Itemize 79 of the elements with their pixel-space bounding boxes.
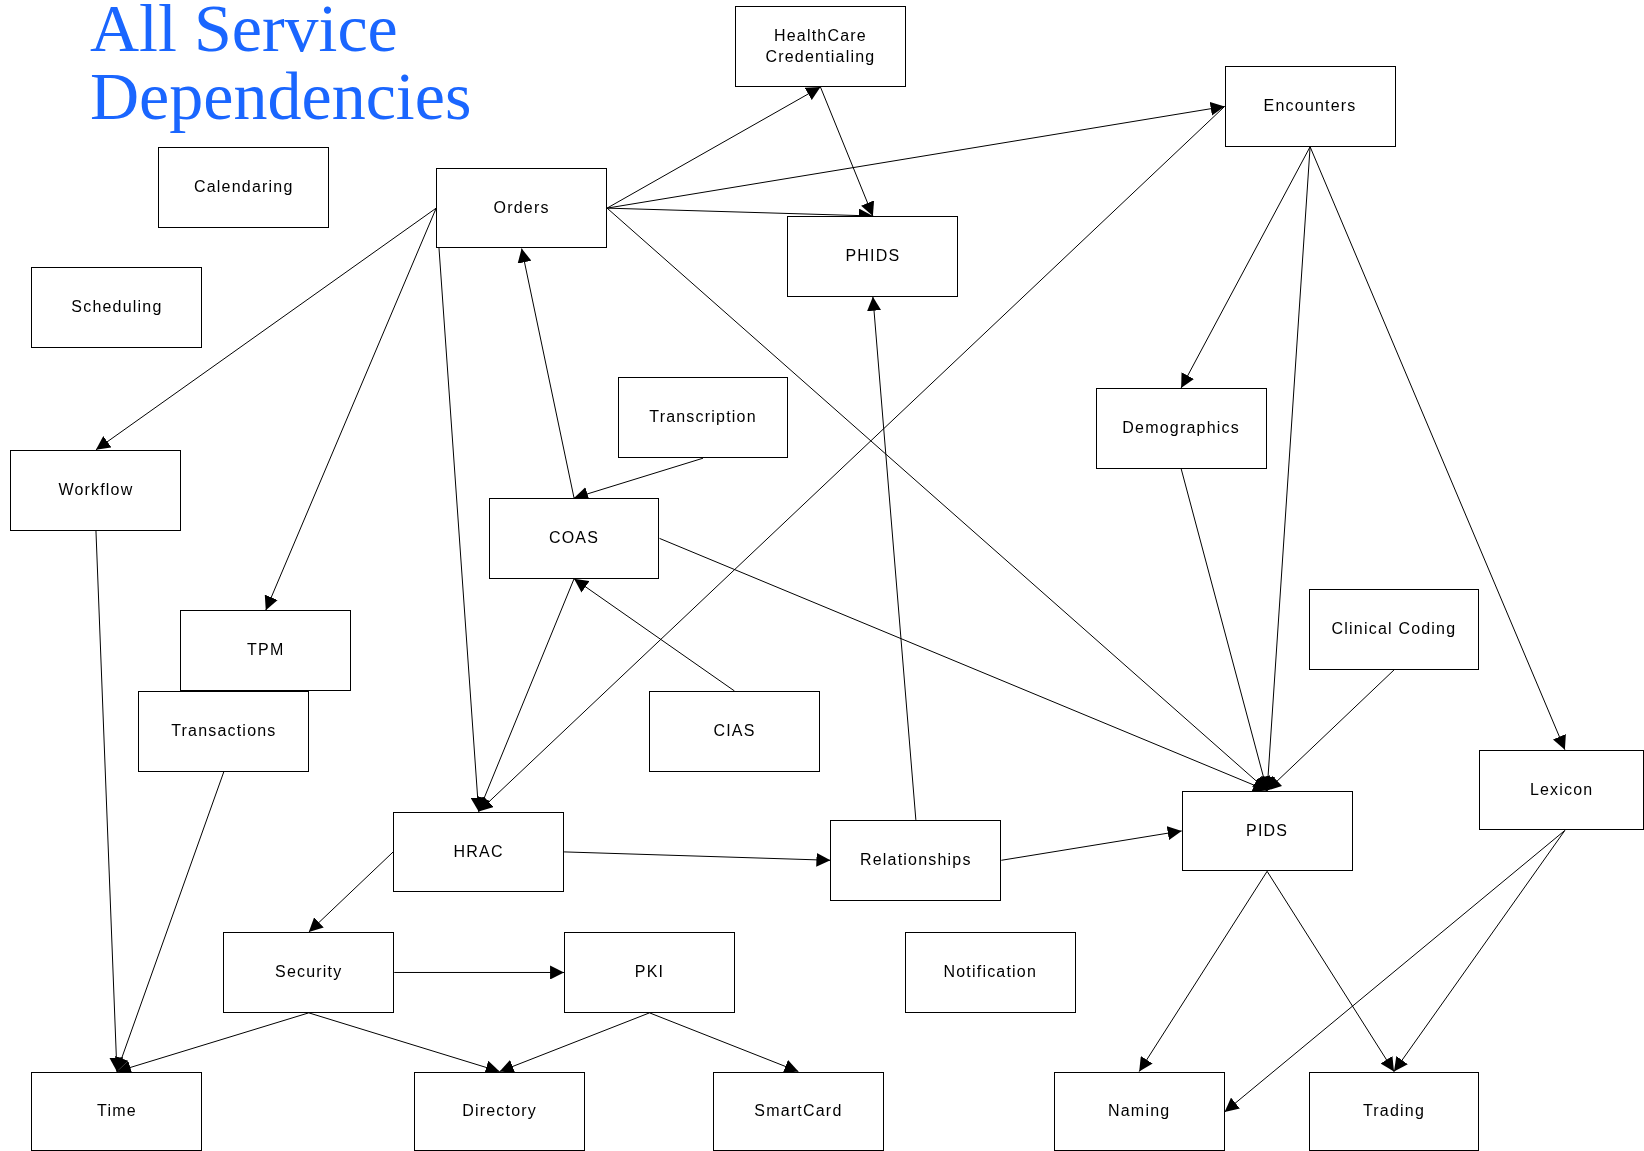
service-box (393, 811, 565, 893)
service-box (138, 690, 310, 772)
service-name: Naming (1108, 1100, 1171, 1121)
arrow (1224, 829, 1566, 1113)
arrow (264, 207, 437, 611)
service-name: PHIDS (845, 245, 901, 266)
service-box (617, 377, 789, 459)
service-box (1095, 387, 1267, 469)
service-name: Clinical Coding (1331, 619, 1457, 640)
service-name: Trading (1362, 1100, 1425, 1121)
service-box (564, 932, 735, 1013)
service-name: HealthCare Credentialing (764, 25, 877, 67)
service-box (1181, 790, 1353, 872)
service-box (904, 932, 1076, 1013)
service-box (712, 1071, 884, 1151)
arrow (95, 530, 124, 1073)
service-name: Demographics (1122, 417, 1240, 438)
arrow (563, 851, 831, 867)
service-name: Notification (943, 962, 1038, 983)
service-name: Encounters (1263, 96, 1357, 116)
service-name: PIDS (1246, 820, 1289, 841)
service-box (1308, 1071, 1480, 1151)
service-name: Directory (462, 1100, 537, 1121)
service-box (1308, 589, 1480, 670)
service-box (158, 146, 330, 228)
arrow (115, 771, 225, 1073)
service-box (735, 6, 906, 87)
service-name: Lexicon (1529, 779, 1594, 800)
arrow (606, 86, 821, 209)
service-box (488, 498, 660, 579)
service-name: HRAC (453, 841, 504, 862)
service-name: Security (275, 962, 343, 983)
arrow (819, 86, 875, 217)
service-box (1479, 749, 1644, 831)
service-box (649, 690, 820, 772)
service-box (223, 932, 395, 1013)
service-name: TPM (247, 640, 285, 661)
service-box (10, 449, 182, 531)
arrow (1266, 669, 1395, 792)
arrow (517, 248, 575, 499)
arrow (659, 537, 1268, 792)
service-name: Transactions (171, 720, 277, 741)
arrow (1266, 870, 1395, 1073)
service-box (436, 167, 608, 249)
service-box (414, 1071, 586, 1151)
arrow (308, 851, 394, 933)
arrow (606, 101, 1226, 209)
service-name: Scheduling (71, 297, 163, 318)
arrow (393, 965, 565, 980)
service-box (31, 267, 203, 349)
service-box (787, 216, 959, 297)
service-box (1224, 66, 1396, 147)
service-box (180, 610, 352, 691)
service-name: PKI (634, 962, 665, 983)
arrow (1309, 146, 1566, 751)
arrow (95, 207, 437, 451)
arrow (1138, 870, 1268, 1073)
arrow (1393, 829, 1566, 1073)
service-box (1053, 1071, 1225, 1151)
arrow (1180, 468, 1271, 792)
service-name: COAS (548, 528, 600, 548)
service-name: Transcription (649, 407, 757, 428)
service-box (830, 819, 1002, 901)
service-box (31, 1071, 203, 1151)
service-name: Calendaring (194, 176, 294, 197)
service-name: Orders (493, 197, 550, 218)
arrow (867, 296, 917, 821)
service-name: CIAS (713, 720, 756, 741)
service-name: Relationships (860, 849, 972, 870)
service-name: Time (97, 1100, 137, 1121)
service-name: Workflow (58, 479, 134, 500)
arrow (499, 1012, 651, 1073)
arrow (478, 105, 1226, 813)
arrow (477, 578, 575, 813)
arrow (1000, 826, 1183, 861)
service-name: SmartCard (754, 1100, 843, 1121)
arrow (1180, 146, 1311, 389)
arrow (649, 1012, 799, 1073)
arrow (573, 578, 735, 692)
